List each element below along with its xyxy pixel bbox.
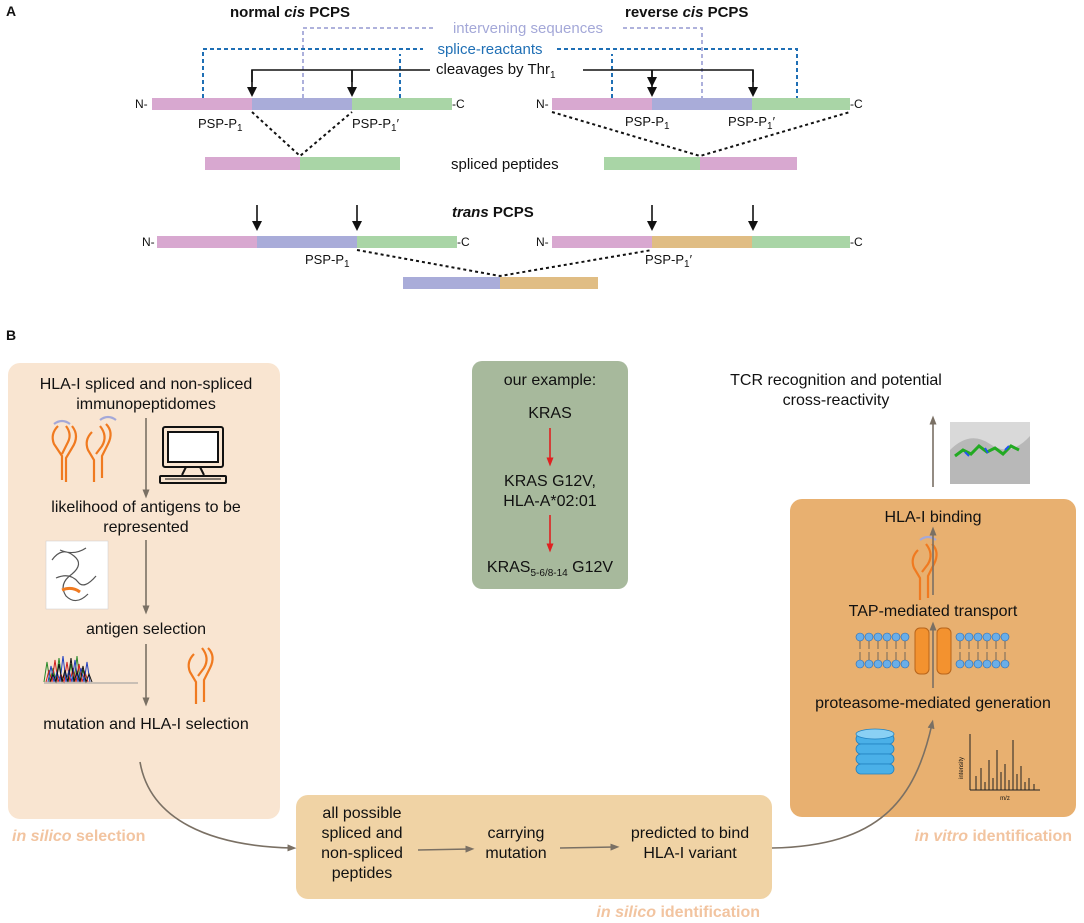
- trans-segment-pink-2: [552, 236, 652, 248]
- example-hla-a0201: HLA-A*02:01: [503, 493, 596, 510]
- trans-splice-lines: [356, 249, 653, 278]
- likelihood-line1: likelihood of antigens to be: [51, 499, 241, 516]
- in-silico-selection-caption: in silico selection: [12, 828, 145, 845]
- trans-segment-pink-1: [157, 236, 257, 248]
- trans-segment-purple: [257, 236, 357, 248]
- trans-psp-p1-label: PSP-P1: [305, 252, 350, 270]
- n-terminus-2: N-: [536, 97, 549, 111]
- example-kras-peptide: KRAS5-6/8-14 G12V: [487, 559, 614, 579]
- all-possible-line4: peptides: [332, 865, 393, 882]
- c-terminus-3: -C: [457, 235, 470, 249]
- in-silico-identification-caption: in silico identification: [596, 904, 760, 921]
- c-terminus-1: -C: [452, 97, 465, 111]
- proteasome-generation-label: proteasome-mediated generation: [815, 695, 1051, 712]
- reverse-cis-title: reverse cis PCPS: [625, 4, 748, 21]
- splice-reactants-bracket-inner: [399, 54, 613, 98]
- tcr-structure-image: [950, 422, 1030, 484]
- psp-p1-label-2: PSP-P1: [625, 114, 670, 132]
- trans-product-tan: [500, 277, 598, 289]
- c-terminus-4: -C: [850, 235, 863, 249]
- ms-ylabel: intensity: [959, 757, 965, 779]
- connector-bottom-to-right: [771, 719, 935, 849]
- immunopeptidomes-line1: HLA-I spliced and non-spliced: [40, 376, 253, 393]
- intervening-bracket: [302, 27, 703, 98]
- in-silico-identification-box: [296, 795, 772, 899]
- tcr-line1: TCR recognition and potential: [730, 372, 942, 389]
- bottom-flow-arrow-1: [417, 845, 475, 853]
- connector-left-to-bottom: [139, 761, 297, 852]
- antigen-selection-label: antigen selection: [86, 621, 206, 638]
- carrying-mutation-line2: mutation: [485, 845, 546, 862]
- splice-reactants-bracket: [202, 48, 798, 98]
- panel-a-label: A: [6, 3, 16, 19]
- segment-pink-2: [552, 98, 652, 110]
- all-possible-line1: all possible: [322, 805, 401, 822]
- predicted-bind-line2: HLA-I variant: [643, 845, 737, 862]
- trans-segment-green-1: [357, 236, 457, 248]
- computer-icon: [159, 426, 227, 484]
- spliced-reverse-pink: [700, 157, 797, 170]
- spliced-normal-green: [300, 157, 400, 170]
- in-vitro-identification-caption: in vitro identification: [915, 828, 1072, 845]
- mass-spectrum-icon: [969, 734, 1040, 791]
- bottom-flow-arrow-2: [559, 843, 620, 851]
- sequencing-chromatogram: [43, 655, 138, 684]
- segment-green-2: [752, 98, 850, 110]
- all-possible-line3: non-spliced: [321, 845, 403, 862]
- tap-transport-label: TAP-mediated transport: [849, 603, 1018, 620]
- cleavages-label: cleavages by Thr1: [436, 61, 556, 81]
- carrying-mutation-line1: carrying: [488, 825, 545, 842]
- trans-segment-tan: [652, 236, 752, 248]
- mutation-selection-label: mutation and HLA-I selection: [43, 716, 248, 733]
- hla-molecule-icon-2: [85, 415, 117, 482]
- segment-green-1: [352, 98, 452, 110]
- splice-lines-normal: [251, 111, 353, 158]
- our-example-title: our example:: [504, 372, 597, 389]
- splice-reactants-label: splice-reactants: [437, 41, 542, 58]
- splice-lines-reverse: [551, 111, 851, 158]
- predicted-bind-line1: predicted to bind: [631, 825, 749, 842]
- n-terminus-4: N-: [536, 235, 549, 249]
- hla-molecule-icon-3: [187, 647, 214, 704]
- spliced-normal-pink: [205, 157, 300, 170]
- psp-p1-label-1: PSP-P1: [198, 116, 243, 134]
- c-terminus-2: -C: [850, 97, 863, 111]
- spliced-peptides-label: spliced peptides: [451, 156, 559, 173]
- likelihood-line2: represented: [103, 519, 188, 536]
- ms-xlabel: m/z: [1000, 796, 1010, 802]
- panel-b-label: B: [6, 327, 16, 343]
- protein-structure-image: [45, 540, 109, 610]
- segment-pink-1: [152, 98, 252, 110]
- hla-molecule-icon-1: [51, 419, 78, 482]
- trans-segment-green-2: [752, 236, 850, 248]
- immunopeptidomes-line2: immunopeptidomes: [76, 396, 216, 413]
- example-kras-g12v: KRAS G12V,: [504, 473, 596, 490]
- all-possible-line2: spliced and: [322, 825, 403, 842]
- tcr-line2: cross-reactivity: [783, 392, 890, 409]
- segment-purple-2: [652, 98, 752, 110]
- example-kras: KRAS: [528, 405, 572, 422]
- normal-cis-title: normal cis PCPS: [230, 4, 350, 21]
- trans-psp-p1prime-label: PSP-P1′: [645, 252, 693, 270]
- intervening-sequences-label: intervening sequences: [453, 20, 603, 37]
- proteasome-icon: [855, 728, 895, 775]
- psp-p1prime-label-1: PSP-P1′: [352, 116, 400, 134]
- segment-purple-1: [252, 98, 352, 110]
- psp-p1prime-label-2: PSP-P1′: [728, 114, 776, 132]
- trans-title: trans PCPS: [452, 204, 534, 221]
- trans-product-purple: [403, 277, 500, 289]
- our-example-box: [472, 361, 628, 589]
- membrane-tap-icon: [855, 627, 1010, 675]
- hla-binding-label: HLA-I binding: [885, 509, 982, 526]
- n-terminus-3: N-: [142, 235, 155, 249]
- n-terminus-1: N-: [135, 97, 148, 111]
- spliced-reverse-green: [604, 157, 700, 170]
